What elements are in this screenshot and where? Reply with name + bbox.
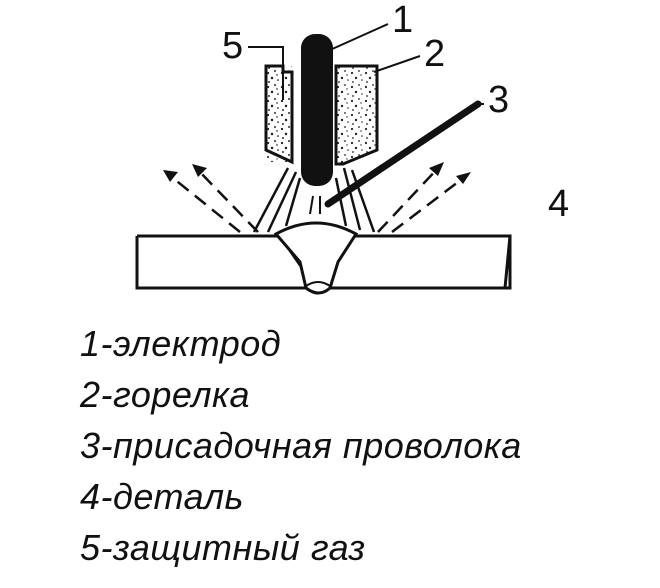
electrode: [301, 34, 333, 186]
shielding-gas-flow: [167, 165, 467, 233]
callout-electrode: 1: [392, 0, 413, 41]
legend-item-shielding-gas: 5-защитный газ: [80, 527, 366, 568]
torch-nozzle: [264, 64, 379, 166]
callout-workpiece: 4: [548, 183, 569, 225]
arc: [309, 195, 321, 215]
gas-flow-arrows: [163, 162, 471, 184]
filler-wire: [324, 100, 482, 208]
tig-welding-diagram: 1 2 3 4 5: [135, 0, 569, 295]
callout-torch: 2: [424, 33, 445, 75]
legend-item-torch: 2-горелка: [80, 374, 251, 415]
callout-filler-wire: 3: [488, 79, 509, 121]
legend-item-electrode: 1-электрод: [80, 323, 282, 364]
legend-item-filler-wire: 3-присадочная проволока: [80, 425, 522, 466]
legend-item-workpiece: 4-деталь: [80, 476, 244, 517]
callout-shielding-gas: 5: [222, 25, 243, 67]
legend: 1-электрод 2-горелка 3-присадочная прово…: [80, 318, 522, 573]
weld-bead: [273, 221, 359, 295]
leader-lines: [248, 23, 484, 105]
